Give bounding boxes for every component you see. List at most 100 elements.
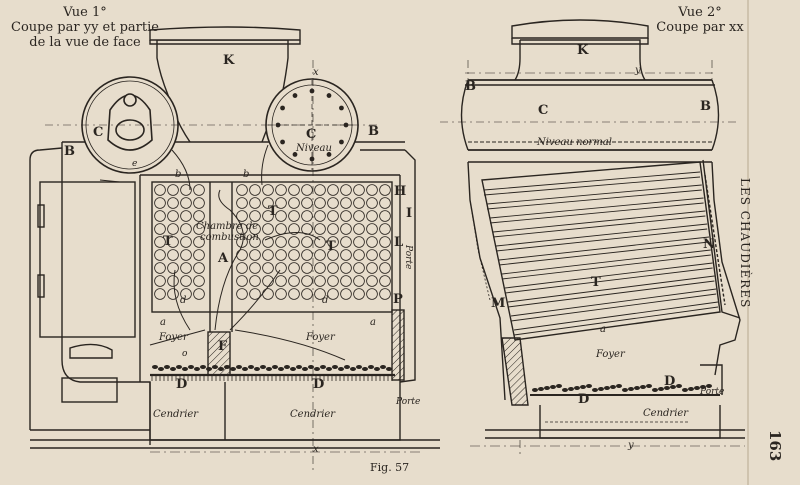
coal-lump — [176, 365, 182, 369]
tube-section — [288, 249, 300, 261]
label-h: H — [394, 184, 407, 199]
label-d-left: D — [176, 377, 188, 392]
tube-section — [249, 288, 261, 300]
tube-section — [180, 197, 192, 209]
tube-section — [301, 262, 313, 274]
label-cendrier-view2: Cendrier — [643, 408, 689, 419]
tube-section — [180, 210, 192, 222]
tube-section — [154, 236, 166, 248]
tube-section — [275, 262, 287, 274]
tube-section — [180, 288, 192, 300]
tube-section — [275, 197, 287, 209]
tube-section — [275, 210, 287, 222]
coal-lump — [586, 384, 592, 388]
label-b-right: B — [368, 124, 379, 139]
tube-section — [262, 210, 274, 222]
coal-lump — [628, 387, 634, 391]
label-cendrier-left: Cendrier — [153, 409, 199, 420]
label-y-bottom: y — [628, 440, 634, 451]
tube-section — [301, 275, 313, 287]
coal-lump — [574, 386, 580, 390]
label-b-view2-2: B — [700, 99, 711, 114]
tube-section — [167, 288, 179, 300]
tube-section — [327, 288, 339, 300]
inclined-tube — [486, 184, 702, 205]
inclined-tube — [489, 197, 704, 219]
tube-section — [193, 197, 205, 209]
coal-lump — [598, 387, 604, 391]
label-d-right: D — [313, 377, 325, 392]
tube-section — [167, 223, 179, 235]
tube-section — [314, 236, 326, 248]
coal-lump — [664, 386, 670, 390]
coal-lump — [688, 387, 694, 391]
coal-lump — [194, 367, 200, 371]
inclined-tube-edge — [492, 215, 706, 238]
inclined-tube — [507, 275, 715, 303]
tube-section — [314, 275, 326, 287]
label-k-view2: K — [577, 43, 589, 58]
tube-section — [167, 184, 179, 196]
coal-lump — [332, 365, 338, 369]
coal-lump — [236, 365, 242, 369]
view1-subtitle-1: Coupe par yy et partie — [11, 19, 159, 35]
tube-section — [340, 275, 352, 287]
coal-lump — [604, 386, 610, 390]
tube-section — [379, 249, 391, 261]
view1-subtitle-2: de la vue de face — [29, 34, 141, 50]
tube-section — [180, 262, 192, 274]
label-c-left: C — [93, 125, 104, 140]
coal-lump — [356, 365, 362, 369]
tube-section — [249, 210, 261, 222]
tube-section — [236, 210, 248, 222]
tube-section — [154, 223, 166, 235]
label-l: L — [394, 235, 404, 250]
tube-section — [193, 236, 205, 248]
coal-lump — [646, 384, 652, 388]
view2-title: Vue 2° Coupe par xx — [650, 5, 750, 36]
coal-lump — [368, 365, 374, 369]
coal-lump — [338, 367, 344, 371]
tube-section — [340, 184, 352, 196]
section-lines — [150, 72, 745, 453]
tube-section — [366, 223, 378, 235]
tube-section — [167, 275, 179, 287]
inclined-tube-edge — [483, 176, 701, 196]
inclined-tube — [483, 171, 701, 191]
bolt — [292, 93, 298, 98]
tube-section — [193, 262, 205, 274]
coal-lump — [224, 365, 230, 369]
inclined-tube-edge — [507, 280, 715, 308]
label-a-small-1: a — [160, 317, 166, 328]
tube-section — [275, 275, 287, 287]
tube-section — [366, 249, 378, 261]
label-niveau-normal: Niveau normal — [537, 137, 612, 148]
tube-section — [379, 184, 391, 196]
coal-lump — [568, 387, 574, 391]
coal-lump — [290, 367, 296, 371]
coal-lump — [350, 367, 356, 371]
tube-section — [262, 249, 274, 261]
tube-section — [193, 275, 205, 287]
coal-lump — [308, 365, 314, 369]
tube-section — [353, 288, 365, 300]
tube-section — [314, 197, 326, 209]
tube-section — [249, 275, 261, 287]
tube-section — [180, 236, 192, 248]
bolt — [326, 93, 332, 98]
tube-section — [236, 184, 248, 196]
grate-view1 — [151, 375, 393, 381]
tube-section — [262, 262, 274, 274]
tube-section — [275, 223, 287, 235]
gas-flow-arrows — [99, 144, 346, 361]
coal-lump — [592, 388, 598, 392]
tube-section — [301, 288, 313, 300]
tube-section — [193, 249, 205, 261]
inclined-tube — [501, 249, 711, 275]
tube-section — [327, 223, 339, 235]
coal-lump — [538, 387, 544, 391]
tube-section — [236, 262, 248, 274]
coal-lump — [296, 365, 302, 369]
label-p: P — [393, 292, 403, 307]
